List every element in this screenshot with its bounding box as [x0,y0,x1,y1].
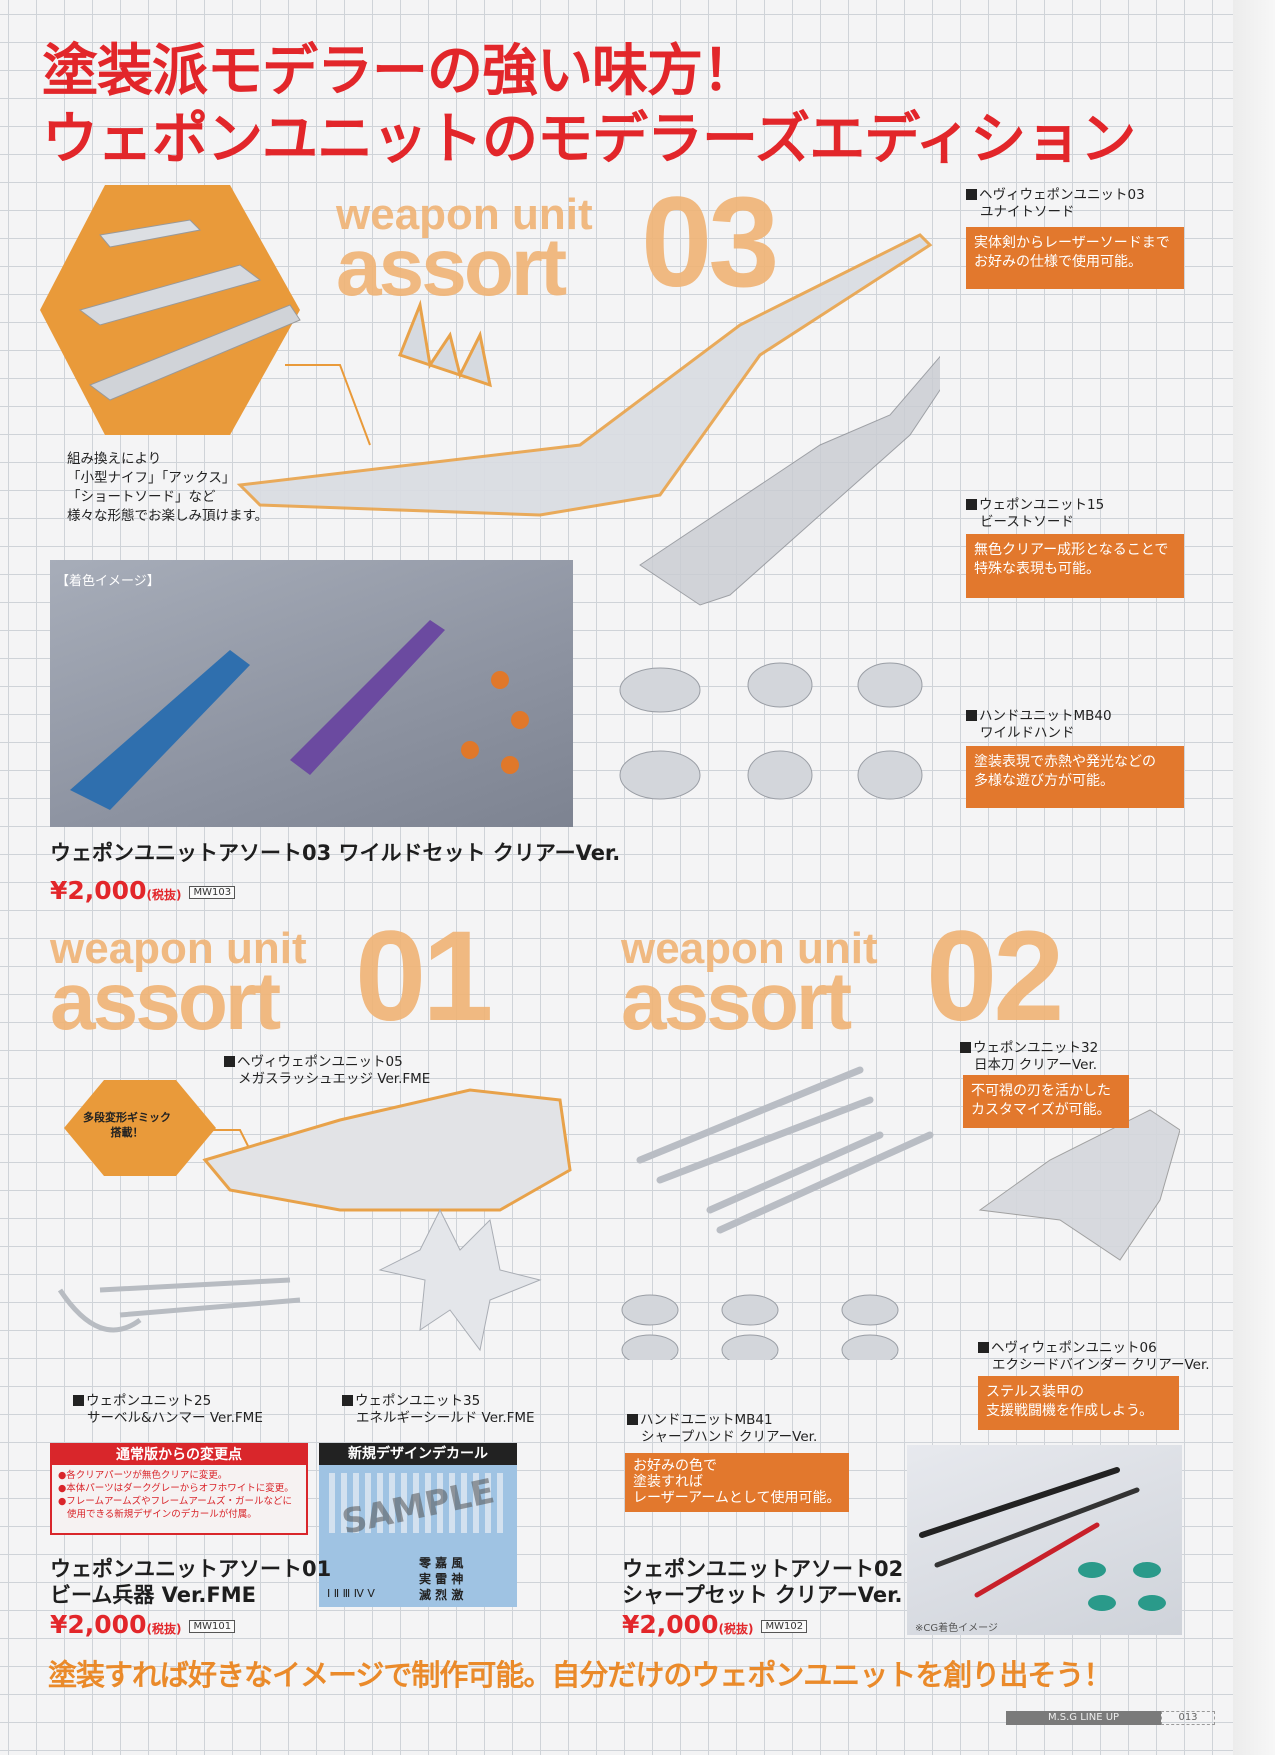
square-bullet-icon [627,1414,638,1425]
product-title-03: ウェポンユニットアソート03 ワイルドセット クリアーVer. [50,841,621,865]
desc-wu15: 無色クリアー成形となることで特殊な表現も可能。 [966,534,1184,598]
weapon-illustrations-01 [57,1080,572,1352]
square-bullet-icon [966,189,977,200]
decal-sheet: 新規デザインデカール SAMPLE 零 嘉 風実 雷 神滅 烈 激 Ⅰ Ⅱ Ⅲ … [319,1443,517,1607]
price-01: ¥2,000(税抜)MW101 [50,1610,236,1639]
desc-mb41: お好みの色で塗装すればレーザーアームとして使用可能。 [625,1453,849,1512]
cg-caption: ※CG着色イメージ [915,1623,998,1634]
assort01-number: 01 [355,905,493,1048]
photo-caption: 【着色イメージ】 [56,574,160,589]
assort02-word1: weapon unit [621,924,878,973]
price-02: ¥2,000(税抜)MW102 [622,1610,808,1639]
color-image-photo-03: 【着色イメージ】 [50,560,573,827]
changes-list: ●各クリアパーツが無色クリアに変更。●本体パーツはダークグレーからオフホワイトに… [58,1470,294,1520]
headline-line1: 塗装派モデラーの強い味方！ [42,39,758,104]
weapon-illustrations-03 [40,185,940,606]
hand-parts-mb40 [619,662,923,800]
square-bullet-icon [342,1395,353,1406]
assort03-number: 03 [641,171,779,314]
footer: M.S.G LINE UP 013 [1006,1711,1215,1725]
desc-hw03: 実体剣からレーザーソードまでお好みの仕様で使用可能。 [966,227,1184,289]
footer-section: M.S.G LINE UP [1006,1711,1161,1725]
decal-title: 新規デザインデカール [319,1443,517,1465]
assort02-word2: assort [621,956,852,1048]
square-bullet-icon [73,1395,84,1406]
decal-numerals: Ⅰ Ⅱ Ⅲ Ⅳ Ⅴ [327,1587,375,1600]
assort02-number: 02 [926,905,1064,1048]
product-code: MW103 [189,886,236,899]
weapon-illustrations-02 [621,1066,1180,1360]
assort03-word1: weapon unit [336,190,593,239]
desc-mb40: 塗装表現で赤熱や発光などの多様な遊び方が可能。 [966,746,1184,808]
square-bullet-icon [960,1042,971,1053]
gimmick-badge: 多段変形ギミック搭載！ [83,1111,171,1139]
square-bullet-icon [966,710,977,721]
changes-title: 通常版からの変更点 [52,1445,306,1465]
assort01-word1: weapon unit [50,924,307,973]
callout-03: 組み換えにより「小型ナイフ」「アックス」「ショートソード」など様々な形態でお楽し… [67,451,269,524]
product-code: MW101 [189,1620,236,1633]
page-edge [1233,0,1275,1755]
assort03-word2: assort [336,222,567,314]
page-number: 013 [1161,1711,1215,1725]
cg-color-image: ※CG着色イメージ [907,1445,1182,1635]
desc-hw06: ステルス装甲の支援戦闘機を作成しよう。 [978,1376,1179,1430]
product-code: MW102 [761,1620,808,1633]
desc-wu32: 不可視の刃を活かしたカスタマイズが可能。 [963,1075,1129,1128]
headline-line2: ウェポンユニットのモデラーズエディション [42,107,1136,172]
square-bullet-icon [224,1056,235,1067]
price-03: ¥2,000(税抜)MW103 [50,876,236,905]
assort01-word2: assort [50,956,281,1048]
decal-kanji: 零 嘉 風実 雷 神滅 烈 激 [419,1556,464,1602]
hexagon-highlight [40,185,300,435]
changes-box: 通常版からの変更点 ●各クリアパーツが無色クリアに変更。●本体パーツはダークグレ… [50,1443,308,1535]
square-bullet-icon [966,499,977,510]
square-bullet-icon [978,1342,989,1353]
slogan: 塗装すれば好きなイメージで制作可能。自分だけのウェポンユニットを創り出そう！ [48,1658,1112,1692]
